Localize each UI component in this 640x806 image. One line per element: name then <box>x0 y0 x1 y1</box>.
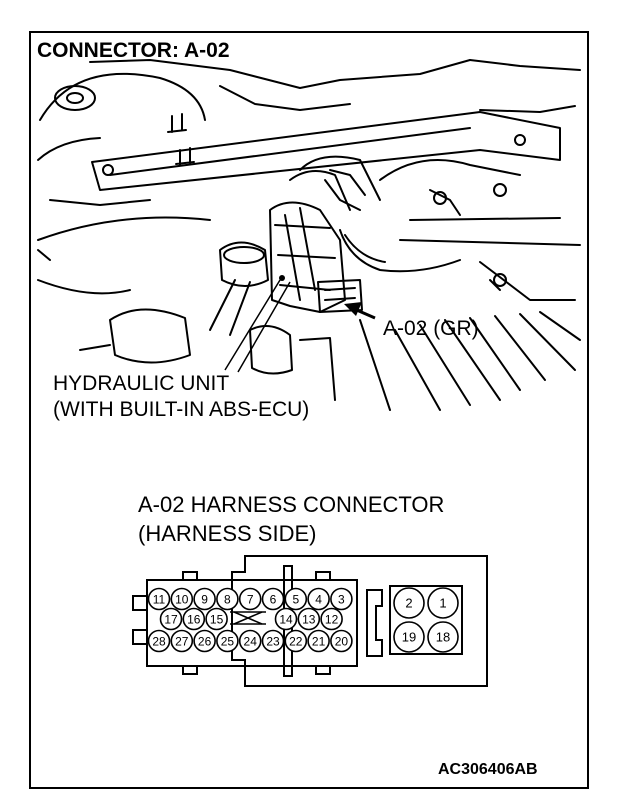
pin-label-28: 28 <box>152 634 166 648</box>
pin-12 <box>320 607 343 631</box>
pin-label-6: 6 <box>270 592 277 606</box>
pin-label-2: 2 <box>405 596 412 611</box>
pin-10 <box>170 587 194 611</box>
pin-9 <box>193 587 216 611</box>
pin-25 <box>216 629 239 653</box>
pin-26 <box>193 629 216 653</box>
pin-15 <box>205 607 228 631</box>
pin-label-17: 17 <box>164 612 178 626</box>
pin-17 <box>159 607 183 631</box>
pin-label-23: 23 <box>266 634 280 648</box>
pin-4 <box>307 587 330 611</box>
pin-27 <box>170 629 194 653</box>
pin-label-8: 8 <box>224 592 231 606</box>
pin-label-7: 7 <box>247 592 254 606</box>
pin-13 <box>297 607 321 631</box>
pin-label-26: 26 <box>198 634 212 648</box>
hydraulic-unit-sublabel: (WITH BUILT-IN ABS-ECU) <box>53 398 310 421</box>
pin-24 <box>238 629 262 653</box>
callout-arrow <box>344 302 376 320</box>
pin-22 <box>284 629 308 653</box>
harness-side-label: (HARNESS SIDE) <box>138 521 317 546</box>
pin-label-24: 24 <box>244 634 258 648</box>
pin-11 <box>147 587 171 611</box>
pin-label-4: 4 <box>315 592 322 606</box>
pin-8 <box>216 587 239 611</box>
pin-20 <box>330 629 353 653</box>
pin-label-14: 14 <box>279 612 293 626</box>
pin-2 <box>393 587 425 619</box>
pin-label-16: 16 <box>187 612 201 626</box>
pin-21 <box>307 629 330 653</box>
hydraulic-unit-label: HYDRAULIC UNIT <box>53 372 230 395</box>
pin-23 <box>261 629 285 653</box>
figure-code: AC306406AB <box>438 761 538 778</box>
figure-title: CONNECTOR: A-02 <box>37 39 230 62</box>
pin-label-18: 18 <box>436 630 450 645</box>
pin-label-10: 10 <box>175 592 189 606</box>
pin-label-11: 11 <box>153 592 166 606</box>
pin-7 <box>238 587 262 611</box>
pin-3 <box>330 587 353 611</box>
pin-label-22: 22 <box>289 634 303 648</box>
pin-label-1: 1 <box>439 596 446 611</box>
harness-connector-title: A-02 HARNESS CONNECTOR <box>138 492 445 517</box>
pin-label-5: 5 <box>292 592 299 606</box>
connector-callout-label: A-02 (GR) <box>383 317 479 340</box>
pin-1 <box>427 587 459 619</box>
pin-label-9: 9 <box>201 592 208 606</box>
pin-14 <box>274 607 298 631</box>
pin-label-21: 21 <box>312 634 326 648</box>
pin-label-19: 19 <box>402 630 416 645</box>
pin-16 <box>182 607 206 631</box>
pin-label-20: 20 <box>335 634 349 648</box>
pin-label-15: 15 <box>210 612 224 626</box>
pin-label-25: 25 <box>221 634 235 648</box>
pin-label-3: 3 <box>338 592 345 606</box>
pin-5 <box>284 587 308 611</box>
pin-6 <box>261 587 285 611</box>
figure-frame <box>29 31 589 789</box>
pin-28 <box>147 629 171 653</box>
pin-19 <box>393 621 425 653</box>
pin-18 <box>427 621 459 653</box>
pin-label-27: 27 <box>175 634 189 648</box>
pin-label-12: 12 <box>325 612 339 626</box>
pin-label-13: 13 <box>302 612 316 626</box>
